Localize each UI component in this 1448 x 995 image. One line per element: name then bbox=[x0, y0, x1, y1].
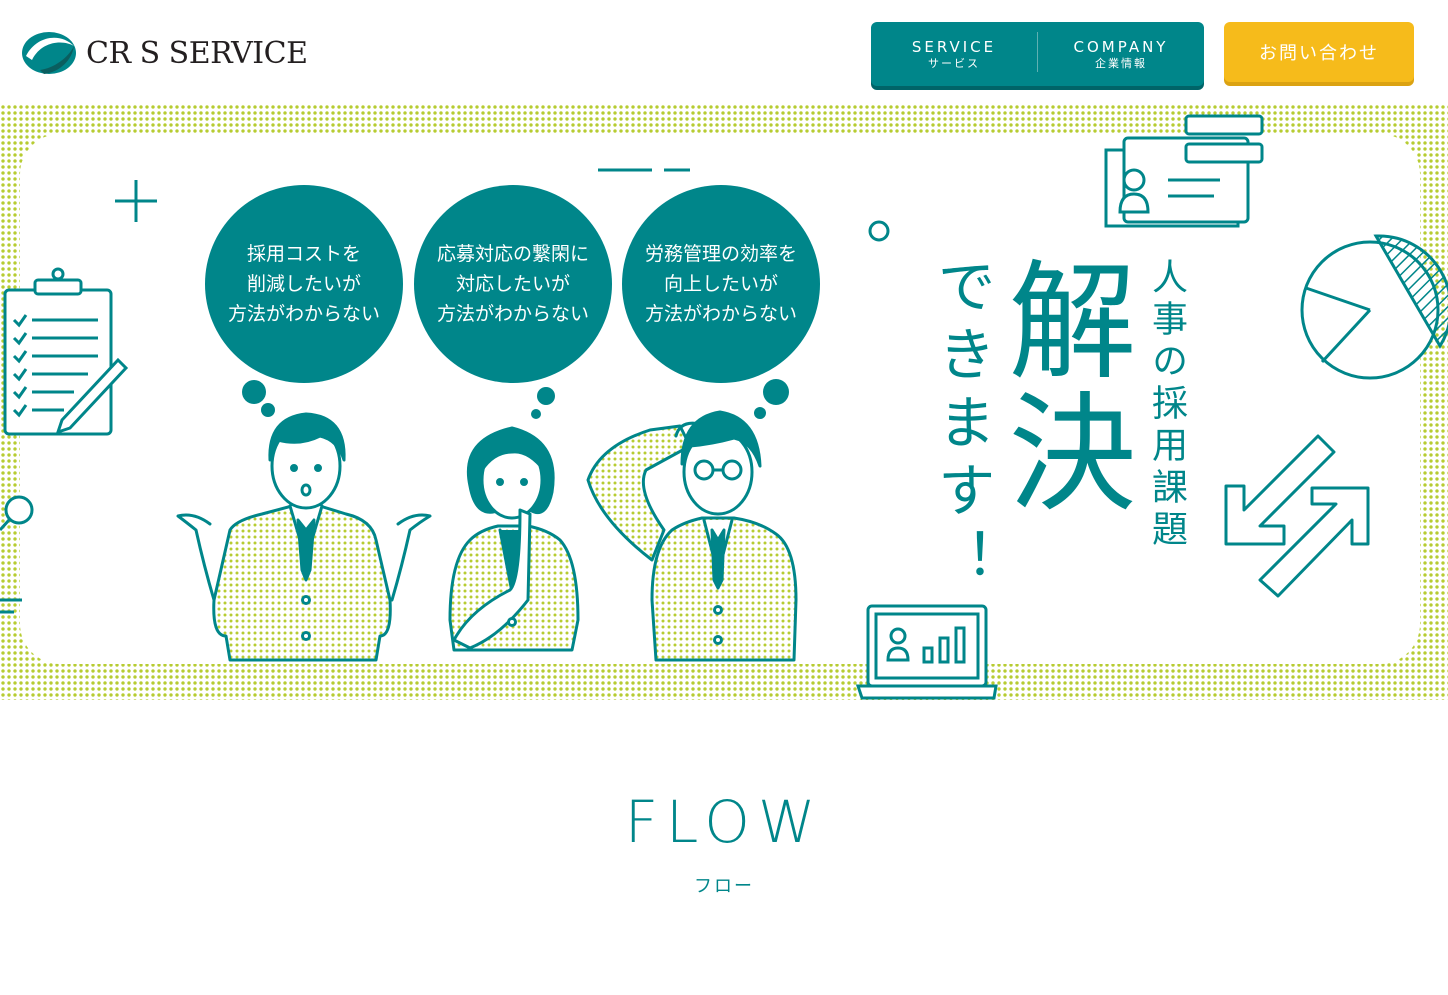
swap-arrows-icon bbox=[1224, 434, 1370, 598]
person-shrugging bbox=[176, 412, 432, 662]
hero-decor-svg bbox=[0, 114, 1448, 700]
bubble-labor: 労務管理の効率を 向上したいが 方法がわからない bbox=[622, 185, 820, 383]
hero-illustration: 採用コストを 削減したいが 方法がわからない 応募対応の繋閑に 対応したいが 方… bbox=[0, 104, 1448, 704]
logo-text: CR S SERVICE bbox=[86, 35, 308, 71]
nav-divider bbox=[1037, 32, 1038, 72]
plus-icon bbox=[115, 180, 157, 222]
bubble-cost: 採用コストを 削減したいが 方法がわからない bbox=[205, 185, 403, 383]
section-title: FLOW bbox=[624, 788, 824, 856]
bubble-cost-text: 採用コストを 削減したいが 方法がわからない bbox=[227, 243, 380, 325]
hero-title-small: 人事の採用課題 bbox=[1146, 258, 1187, 552]
pin-icon bbox=[0, 495, 34, 614]
clipboard-icon bbox=[3, 267, 129, 436]
nav-company-label: COMPANY bbox=[1073, 37, 1169, 56]
hero-title-big: 解決 bbox=[986, 254, 1135, 518]
thought-dots bbox=[242, 379, 789, 419]
section-subtitle: フロー bbox=[694, 876, 754, 897]
nav-service[interactable]: SERVICE サービス bbox=[871, 22, 1037, 86]
logo-mark-icon bbox=[22, 32, 76, 74]
site-header: CR S SERVICE SERVICE サービス COMPANY 企業情報 お… bbox=[0, 0, 1448, 104]
nav-company[interactable]: COMPANY 企業情報 bbox=[1038, 22, 1204, 86]
hero-title-end: できます！ bbox=[928, 256, 996, 596]
pie-chart-icon bbox=[1300, 234, 1448, 380]
contact-button[interactable]: お問い合わせ bbox=[1224, 22, 1414, 82]
main-nav: SERVICE サービス COMPANY 企業情報 bbox=[871, 22, 1204, 86]
bubble-applicants-text: 応募対応の繋閑に 対応したいが 方法がわからない bbox=[436, 243, 589, 325]
person-scratching-head bbox=[586, 410, 798, 662]
nav-company-sublabel: 企業情報 bbox=[1095, 56, 1147, 70]
nav-service-sublabel: サービス bbox=[928, 56, 980, 70]
ring-decoration bbox=[868, 220, 890, 242]
bubble-applicants: 応募対応の繋閑に 対応したいが 方法がわからない bbox=[414, 185, 612, 383]
folder-id-icon bbox=[1104, 114, 1264, 228]
laptop-chart-icon bbox=[855, 604, 998, 700]
site-logo[interactable]: CR S SERVICE bbox=[20, 30, 308, 76]
bubble-labor-text: 労務管理の効率を 向上したいが 方法がわからない bbox=[644, 243, 797, 325]
person-thinking bbox=[448, 426, 580, 652]
nav-service-label: SERVICE bbox=[911, 37, 997, 56]
